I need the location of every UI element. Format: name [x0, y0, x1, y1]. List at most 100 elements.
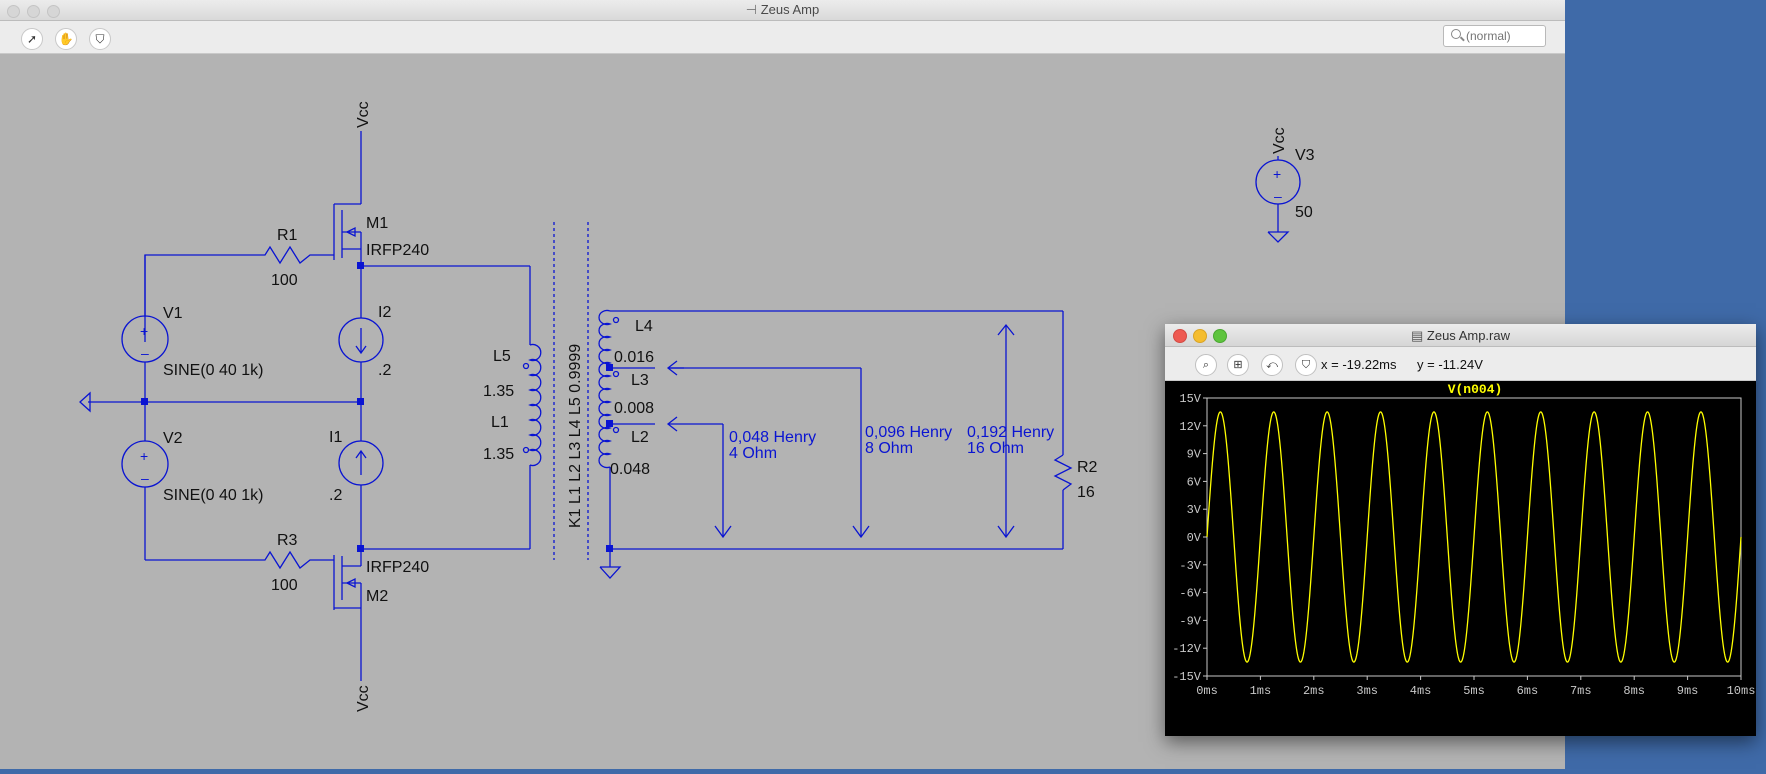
- x-tick-label: 3ms: [1356, 684, 1378, 698]
- y-readout: y = -11.24V: [1417, 357, 1483, 372]
- toolbar: ➚ ✋ ⛉: [0, 21, 1565, 54]
- search-box[interactable]: [1443, 25, 1546, 47]
- v3-value: 50: [1295, 204, 1313, 221]
- waveform-title-bar[interactable]: ▤ Zeus Amp.raw: [1165, 324, 1756, 347]
- waveform-window: ▤ Zeus Amp.raw ⌕ ⊞ ⤺ ⛉ x = -19.22ms y = …: [1165, 324, 1756, 736]
- l5-name: L5: [493, 348, 511, 365]
- x-tick-label: 8ms: [1623, 684, 1645, 698]
- run-icon[interactable]: ➚: [21, 28, 43, 50]
- m1-name: M1: [366, 215, 388, 232]
- l4-name: L4: [635, 318, 653, 335]
- svg-text:–: –: [141, 345, 149, 361]
- resistor-r2[interactable]: [1053, 454, 1073, 491]
- note-0192-henry: 0,192 Henry: [967, 424, 1054, 441]
- r3-name: R3: [277, 532, 298, 549]
- mosfet-m1[interactable]: [333, 203, 362, 260]
- x-tick-label: 9ms: [1677, 684, 1699, 698]
- v3-name: V3: [1295, 147, 1315, 164]
- y-tick-label: 9V: [1187, 448, 1202, 462]
- svg-text:+: +: [1273, 166, 1281, 182]
- l2-name: L2: [631, 429, 649, 446]
- x-tick-label: 2ms: [1303, 684, 1325, 698]
- zoom-icon[interactable]: ⌕: [1195, 354, 1217, 376]
- y-tick-label: 0V: [1187, 531, 1202, 545]
- search-icon: [1451, 29, 1461, 39]
- svg-text:+: +: [140, 448, 148, 464]
- x-tick-label: 6ms: [1517, 684, 1539, 698]
- y-tick-label: -12V: [1172, 642, 1202, 656]
- y-tick-label: -9V: [1179, 614, 1201, 628]
- zoom-back-icon[interactable]: ⤺: [1261, 354, 1283, 376]
- vcc-label-top: Vcc: [355, 101, 372, 128]
- x-readout: x = -19.22ms: [1321, 357, 1397, 372]
- minimize-button[interactable]: [27, 5, 40, 18]
- close-button[interactable]: [1173, 329, 1187, 343]
- trace-label[interactable]: V(n004): [1448, 382, 1503, 397]
- y-tick-label: 3V: [1187, 503, 1202, 517]
- mosfet-m2[interactable]: [333, 549, 362, 681]
- v2-value: SINE(0 40 1k): [163, 487, 263, 504]
- svg-text:–: –: [1274, 188, 1282, 204]
- y-tick-label: -6V: [1179, 587, 1201, 601]
- hand-icon[interactable]: ✋: [55, 28, 77, 50]
- autorange-icon[interactable]: ⊞: [1227, 354, 1249, 376]
- note-4-ohm: 4 Ohm: [729, 445, 777, 462]
- i1-name: I1: [329, 429, 342, 446]
- v1-name: V1: [163, 305, 183, 322]
- title-bar[interactable]: ⊣ Zeus Amp: [0, 0, 1565, 21]
- waveform-title: ▤ Zeus Amp.raw: [1411, 328, 1510, 343]
- search-input[interactable]: [1466, 28, 1541, 43]
- inductor-l5-l1[interactable]: [522, 343, 542, 550]
- y-tick-label: -3V: [1179, 559, 1201, 573]
- x-tick-label: 0ms: [1196, 684, 1218, 698]
- probe-icon[interactable]: ⛉: [89, 28, 111, 50]
- i1-value: .2: [329, 487, 342, 504]
- x-tick-label: 1ms: [1250, 684, 1272, 698]
- l4-value: 0.016: [614, 349, 654, 366]
- m2-name: M2: [366, 588, 388, 605]
- r1-value: 100: [271, 272, 298, 289]
- svg-text:–: –: [141, 470, 149, 486]
- probe-icon[interactable]: ⛉: [1295, 354, 1317, 376]
- resistor-r1[interactable]: [144, 245, 334, 342]
- vcc-label-v3: Vcc: [1271, 127, 1288, 154]
- note-0096-henry: 0,096 Henry: [865, 424, 952, 441]
- waveform-toolbar: ⌕ ⊞ ⤺ ⛉ x = -19.22ms y = -11.24V: [1165, 347, 1756, 381]
- i2-value: .2: [378, 362, 391, 379]
- inductor-secondary[interactable]: [598, 309, 620, 469]
- i2-name: I2: [378, 304, 391, 321]
- note-8-ohm: 8 Ohm: [865, 440, 913, 457]
- vcc-label-bottom: Vcc: [355, 685, 372, 712]
- y-tick-label: 15V: [1179, 392, 1201, 406]
- m1-model: IRFP240: [366, 242, 429, 259]
- coupling-directive: K1 L1 L2 L3 L4 L5 0.9999: [567, 344, 584, 528]
- l1-name: L1: [491, 414, 509, 431]
- l2-value: 0.048: [610, 461, 650, 478]
- y-tick-label: 12V: [1179, 420, 1201, 434]
- zoom-button[interactable]: [1213, 329, 1227, 343]
- resistor-r3[interactable]: [145, 550, 334, 570]
- x-tick-label: 7ms: [1570, 684, 1592, 698]
- schematic-canvas[interactable]: +– +– +– Vcc Vcc Vcc M1 IRFP240 IRFP240 …: [0, 54, 1565, 769]
- l3-value: 0.008: [614, 400, 654, 417]
- note-0048-henry: 0,048 Henry: [729, 429, 816, 446]
- x-tick-label: 5ms: [1463, 684, 1485, 698]
- r2-value: 16: [1077, 484, 1095, 501]
- waveform-chart[interactable]: V(n004) 15V12V9V6V3V0V-3V-6V-9V-12V-15V …: [1165, 381, 1756, 736]
- r1-name: R1: [277, 227, 298, 244]
- zoom-button[interactable]: [47, 5, 60, 18]
- x-tick-label: 4ms: [1410, 684, 1432, 698]
- window-title: ⊣ Zeus Amp: [745, 2, 820, 17]
- x-tick-label: 10ms: [1727, 684, 1756, 698]
- y-tick-label: -15V: [1172, 670, 1202, 684]
- note-16-ohm: 16 Ohm: [967, 440, 1024, 457]
- v1-value: SINE(0 40 1k): [163, 362, 263, 379]
- close-button[interactable]: [7, 5, 20, 18]
- l5-value: 1.35: [483, 383, 514, 400]
- ground-symbol: [79, 391, 91, 413]
- r2-name: R2: [1077, 459, 1098, 476]
- v2-name: V2: [163, 430, 183, 447]
- ground-symbol: [599, 566, 622, 579]
- minimize-button[interactable]: [1193, 329, 1207, 343]
